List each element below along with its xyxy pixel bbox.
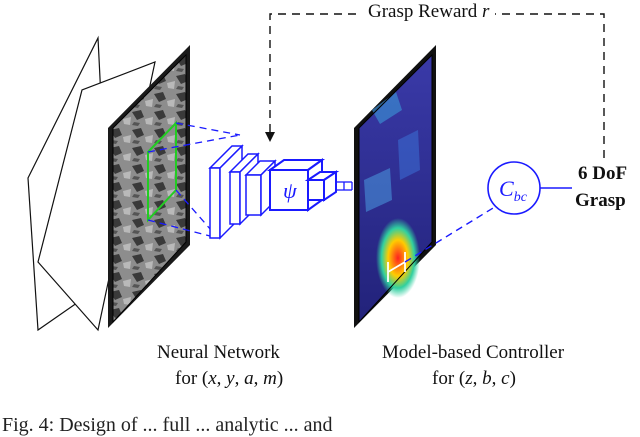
neural-network-outputs: for (x, y, a, m)	[175, 368, 284, 389]
grasp-heatmap-panel	[354, 45, 436, 328]
reward-feedback-loop	[269, 13, 605, 158]
controller-outputs: for (z, b, c)	[432, 368, 516, 389]
network-head-block	[266, 158, 340, 212]
reward-arrowhead	[265, 132, 275, 142]
output-label-dof: 6 DoF	[578, 163, 628, 184]
psi-symbol: ψ	[283, 178, 297, 203]
output-label-grasp: Grasp	[575, 190, 626, 211]
controller-title: Model-based Controller	[382, 342, 565, 363]
controller-node	[487, 161, 541, 215]
neural-network-title: Neural Network	[157, 342, 280, 363]
reward-label: Grasp Reward r	[362, 1, 496, 23]
figure-caption-fragment: Fig. 4: Design of ... full ... analytic …	[2, 414, 333, 436]
neural-network-layers	[208, 144, 277, 240]
network-output-lines	[336, 181, 353, 191]
heatmap-to-controller-line	[404, 204, 499, 263]
